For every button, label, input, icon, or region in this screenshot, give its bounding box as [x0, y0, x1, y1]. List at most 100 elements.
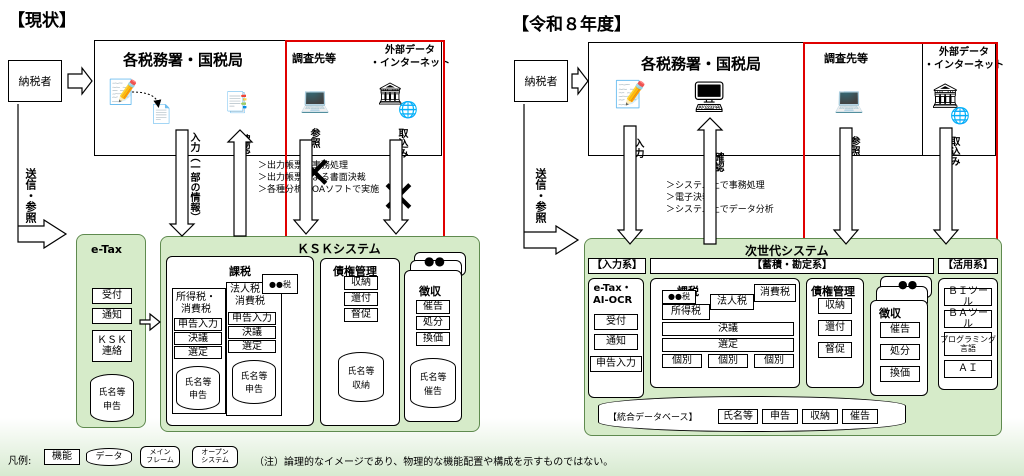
right-shohi-box: 消費税	[754, 284, 796, 302]
left-saiken-title: 債権管理	[333, 265, 377, 278]
right-db-item: 申告	[762, 409, 798, 424]
right-survey-label: 調査先等	[824, 52, 868, 65]
legend-open-box: オープン システム	[192, 446, 238, 468]
db-label: 申告	[244, 385, 263, 396]
legend-label: 凡例:	[8, 456, 32, 467]
right-next-title: 次世代システム	[745, 244, 829, 258]
legend-function-box: 機能	[44, 449, 80, 465]
arrow-shape	[571, 66, 589, 96]
right-note: ＞システム上でデータ分析	[666, 205, 774, 216]
left-documents-icon: 📑	[224, 90, 249, 114]
right-taxpayer-box: 納税者	[514, 60, 568, 102]
db-label: 氏名等	[419, 373, 447, 383]
db-label: 氏名等	[347, 367, 375, 377]
left-note: ＞各種分析はOAソフトで実施	[258, 185, 380, 196]
arrow-shape	[616, 125, 644, 245]
left-globe-icon: 🌐	[398, 100, 418, 119]
arrow-shape	[832, 127, 860, 245]
left-input-label: 入力（一部の情報）	[188, 132, 199, 222]
left-office-label: 各税務署・国税局	[123, 51, 244, 69]
right-choshu-dots-icon: ●●	[898, 278, 918, 291]
db-label: 氏名等	[98, 388, 126, 398]
left-survey-label: 調査先等	[292, 52, 336, 65]
right-tool-item: ＡＩ	[944, 360, 992, 378]
left-choshu-dots-icon: ●●	[424, 254, 445, 268]
left-office-box: 各税務署・国税局	[94, 40, 442, 156]
arrow-shape	[139, 312, 161, 332]
right-db-label: 【統合データベース】	[608, 413, 698, 423]
arrow-shape	[932, 127, 960, 245]
right-kobetsu-box: 個別	[708, 354, 748, 368]
left-etax-title: e-Tax	[91, 243, 123, 256]
left-kazei-item: 申告入力	[228, 312, 276, 325]
left-kazei-item: 決議	[228, 326, 276, 339]
arrow-shape	[226, 129, 254, 237]
right-store-sys-label: 【蓄積・勘定系】	[650, 258, 934, 274]
db-label: 申告	[102, 401, 121, 412]
arrow-shape	[168, 129, 196, 237]
db-label: 氏名等	[240, 372, 268, 382]
right-saiken-item: 収納	[818, 298, 852, 314]
right-monitor-icon: 🖥	[690, 80, 729, 115]
left-kazei-title: 課税	[229, 265, 251, 278]
left-section-title: 【現状】	[8, 11, 76, 31]
legend-note: （注）論理的なイメージであり、物理的な機能配置や構成を示すものではない。	[254, 457, 614, 468]
right-taxpayer-label: 納税者	[524, 75, 558, 88]
left-document-icon: 📄	[150, 104, 173, 125]
left-ref-label: 参照	[308, 128, 319, 148]
right-saiken-item: 督促	[818, 342, 852, 358]
right-db-item: 催告	[842, 409, 878, 424]
left-etax-db-icon: 氏名等申告	[90, 374, 134, 422]
left-kazei-db-icon: 氏名等申告	[232, 360, 276, 404]
left-shotoku-label: 所得税・ 消費税	[176, 292, 216, 315]
right-maru-tax-box: ●●税	[662, 290, 696, 304]
left-hojin-label: 法人税・ 消費税	[230, 284, 270, 307]
left-laptop-icon: 💻	[300, 86, 330, 114]
legend-data-icon: データ	[86, 448, 132, 466]
right-etax-item: 通知	[594, 334, 638, 350]
left-saiken-item: 還付	[344, 292, 378, 306]
left-building-icon: 🏛	[376, 82, 404, 107]
right-saiken-item: 還付	[818, 320, 852, 336]
dotted-arrow	[131, 91, 162, 108]
right-section-title: 【令和８年度】	[512, 15, 631, 35]
db-label: 申告	[188, 391, 207, 402]
left-ksk-title: ＫＳＫシステム	[297, 242, 381, 256]
left-kazei-item: 決議	[174, 332, 222, 345]
right-choshu-item: 処分	[880, 344, 920, 360]
right-external-label: 外部データ ・インターネット	[924, 47, 1004, 71]
left-saiken-item: 収納	[344, 276, 378, 290]
left-etax-item: ＫＳＫ 連絡	[92, 330, 132, 362]
left-etax-item: 受付	[92, 288, 132, 304]
right-input-sys-label: 【入力系】	[588, 258, 646, 274]
right-choshu-title: 徴収	[879, 307, 901, 320]
left-kazei-item: 申告入力	[174, 318, 222, 331]
right-choshu-item: 換価	[880, 366, 920, 382]
right-tool-item: ＢＡツール	[944, 308, 992, 330]
arrow-shape	[292, 139, 320, 235]
right-use-sys-label: 【活用系】	[938, 258, 998, 274]
left-saiken-db-icon: 氏名等収納	[338, 352, 384, 402]
right-shotoku-box: 所得税	[662, 304, 710, 320]
arrow-shape	[696, 117, 724, 245]
left-taxpayer-box: 納税者	[8, 60, 62, 102]
arrow-shape	[523, 104, 580, 256]
left-external-label: 外部データ ・インターネット	[370, 45, 450, 69]
right-sentei-box: 選定	[662, 338, 794, 352]
right-hojin-box: 法人税	[710, 294, 754, 310]
left-etax-item: 通知	[92, 308, 132, 324]
left-maru-tax-label: ●●税	[269, 279, 291, 289]
arrow-shape	[382, 139, 410, 235]
legend-mainframe-box: メイン フレーム	[140, 446, 180, 468]
right-saiken-title: 債権管理	[811, 285, 855, 298]
right-ref-label: 参照	[848, 136, 859, 156]
right-laptop-icon: 💻	[834, 86, 864, 114]
left-maru-tax-box: ●●税	[262, 274, 298, 294]
left-kazei-db-icon: 氏名等申告	[176, 366, 220, 410]
right-tool-item: プログラミング 言語	[940, 332, 996, 356]
left-kazei-item: 選定	[228, 340, 276, 353]
right-kobetsu-box: 個別	[662, 354, 702, 368]
right-etax-item: 受付	[594, 314, 638, 330]
left-send-ref-label: 送信・参照	[24, 168, 37, 223]
